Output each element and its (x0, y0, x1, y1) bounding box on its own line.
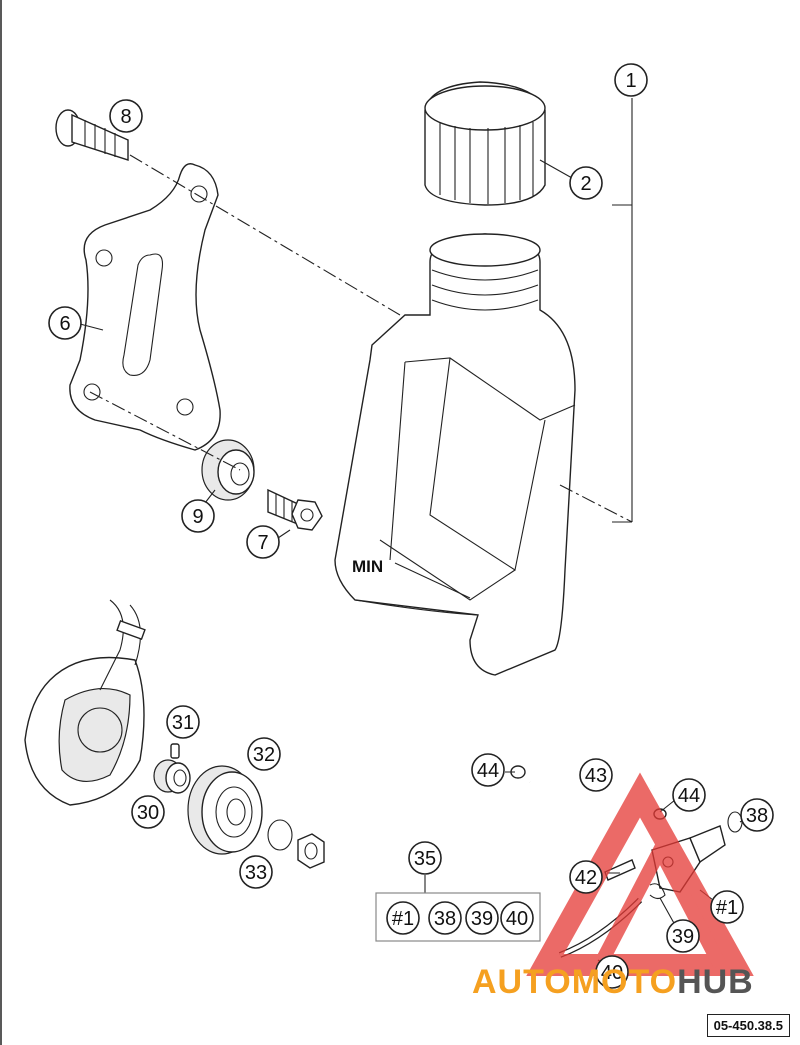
callout-label: 2 (580, 173, 591, 195)
callout-42: 42 (569, 860, 603, 894)
callout-circle (247, 737, 281, 771)
watermark-part2: HUB (677, 963, 754, 1001)
callout-circle (408, 841, 442, 875)
callout-30: 30 (131, 795, 165, 829)
callout-7: 7 (246, 525, 280, 559)
callout-circle (386, 901, 420, 935)
callout-33: 33 (239, 855, 273, 889)
callout-label: #1 (716, 897, 738, 919)
diagram-reference-code: 05-450.38.5 (706, 1014, 790, 1037)
callout-label: 32 (253, 744, 275, 766)
callout-circle (740, 798, 774, 832)
callout-38b: 38 (428, 901, 462, 935)
callout-circle (109, 99, 143, 133)
callout-40a: 40 (500, 901, 534, 935)
callout-8: 8 (109, 99, 143, 133)
callout-label: 44 (678, 785, 700, 807)
nut (297, 833, 325, 869)
callout-circle (569, 860, 603, 894)
callout-circle (181, 499, 215, 533)
callout-label: 43 (585, 765, 607, 787)
callout-label: 31 (172, 712, 194, 734)
callout-circle (614, 63, 648, 97)
callout-circle (666, 919, 700, 953)
callout-label: 38 (746, 805, 768, 827)
callout-label: 35 (414, 848, 436, 870)
callout-circle (465, 901, 499, 935)
callout-circle (48, 306, 82, 340)
callout-label: 6 (59, 313, 70, 335)
callout-label: 9 (192, 506, 203, 528)
callout-label: 44 (477, 760, 499, 782)
part-7-screw (267, 488, 323, 531)
callout-2: 2 (569, 166, 603, 200)
callout-circle (166, 705, 200, 739)
tank-min-marking: MIN (352, 557, 383, 576)
callout-9: 9 (181, 499, 215, 533)
callout-circle (246, 525, 280, 559)
callout-label: 30 (137, 802, 159, 824)
part-39-clip (649, 883, 666, 900)
callout-h1a: #1 (386, 901, 420, 935)
callout-label: 39 (672, 926, 694, 948)
part-32-pulley (187, 765, 263, 855)
callout-44b: 44 (672, 778, 706, 812)
callout-43: 43 (579, 758, 613, 792)
part-31-pin (170, 743, 180, 759)
callout-40b: 40 (595, 955, 629, 989)
callout-circle (500, 901, 534, 935)
callout-circle (131, 795, 165, 829)
part-2-cap (424, 81, 546, 206)
callout-label: 33 (245, 862, 267, 884)
callout-label: 40 (601, 962, 623, 984)
callout-circle (428, 901, 462, 935)
callout-circle (595, 955, 629, 989)
callout-38a: 38 (740, 798, 774, 832)
watermark-part1: AUTOMOTO (472, 963, 677, 1001)
callout-label: 8 (120, 106, 131, 128)
part-1-oil-tank (334, 233, 576, 676)
callout-label: 39 (471, 908, 493, 930)
callout-label: 7 (257, 532, 268, 554)
part-30-bushing (153, 759, 191, 794)
callout-group: 1 2 6 7 8 9 30 31 32 33 35 38 38 39 39 40 40 42 43 44 44 #1 #1 (48, 63, 774, 989)
callout-32: 32 (247, 737, 281, 771)
callout-circle (239, 855, 273, 889)
callout-35: 35 (408, 841, 442, 875)
callout-label: 1 (625, 70, 636, 92)
callout-label: 38 (434, 908, 456, 930)
callout-circle (579, 758, 613, 792)
kit-35-box (375, 875, 541, 942)
callout-39b: 39 (666, 919, 700, 953)
part-33-circlip (267, 819, 293, 851)
ignition-stator (24, 599, 146, 806)
callout-1: 1 (614, 63, 648, 97)
callout-label: 40 (506, 908, 528, 930)
part-9-grommet (201, 439, 255, 501)
callout-circle (471, 753, 505, 787)
callout-39a: 39 (465, 901, 499, 935)
callout-circle (710, 890, 744, 924)
callout-label: #1 (392, 908, 414, 930)
part-42-bolt (604, 859, 636, 881)
part-6-plate (69, 163, 221, 451)
part-38-oring (727, 811, 743, 833)
callout-circle (672, 778, 706, 812)
callout-label: 42 (575, 867, 597, 889)
callout-h1b: #1 (710, 890, 744, 924)
watermark-text: AUTOMOTOHUB (472, 963, 754, 1001)
part-8-bolt (55, 109, 129, 161)
callout-44a: 44 (471, 753, 505, 787)
callout-31: 31 (166, 705, 200, 739)
callout-circle (569, 166, 603, 200)
callout-6: 6 (48, 306, 82, 340)
